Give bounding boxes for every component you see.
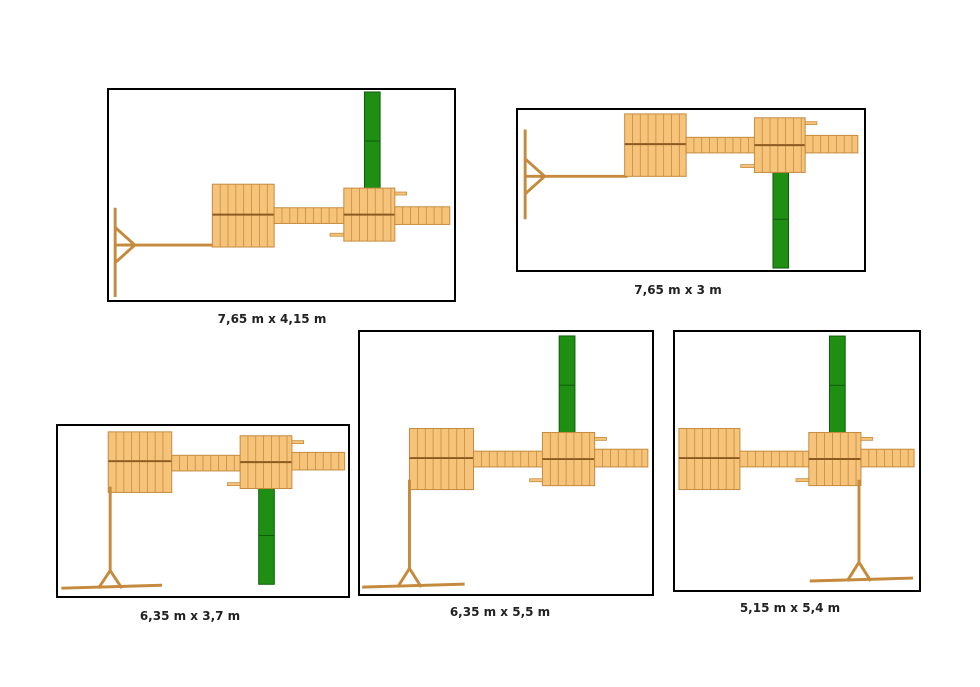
tower-2: [529, 431, 607, 487]
tower-1: [624, 113, 687, 177]
bridge: [171, 454, 241, 472]
playset-plan-4: [362, 335, 649, 589]
tower-2: [740, 117, 818, 173]
bridge: [273, 207, 345, 224]
a-frame-leg: [61, 583, 163, 590]
a-frame-leg: [362, 582, 465, 589]
slide: [772, 171, 790, 269]
ladder: [594, 448, 649, 468]
layout-diagram-3: [56, 424, 350, 598]
bridge: [739, 450, 810, 468]
tower-2: [795, 431, 874, 487]
layout-size-label-1: 7,65 m x 4,15 m: [217, 312, 327, 326]
ladder: [291, 451, 346, 471]
layout-diagram-5: [673, 330, 921, 592]
tower-1: [408, 428, 474, 491]
layout-size-label-5: 5,15 m x 5,4 m: [739, 601, 841, 615]
playset-plan-3: [61, 431, 346, 590]
layout-diagram-1: [107, 88, 456, 302]
playset-plan-5: [678, 335, 915, 583]
slide: [363, 91, 381, 193]
a-frame-leg: [809, 576, 914, 583]
layout-diagram-4: [358, 330, 654, 596]
slide: [558, 335, 576, 437]
playset-plan-1: [113, 91, 451, 298]
tower-2: [329, 187, 408, 242]
ladder: [394, 206, 451, 225]
bridge: [473, 450, 543, 468]
layout-size-label-4: 6,35 m x 5,5 m: [449, 605, 551, 619]
layout-size-label-2: 7,65 m x 3 m: [634, 283, 722, 297]
playset-plan-2: [523, 113, 859, 269]
ladder: [860, 448, 915, 468]
tower-1: [211, 183, 275, 248]
tower-2: [227, 435, 305, 490]
ladder: [804, 134, 859, 154]
layout-diagram-2: [516, 108, 866, 272]
layout-size-label-3: 6,35 m x 3,7 m: [139, 609, 241, 623]
tower-1: [107, 431, 173, 493]
bridge: [685, 136, 755, 154]
tower-1: [678, 428, 741, 491]
